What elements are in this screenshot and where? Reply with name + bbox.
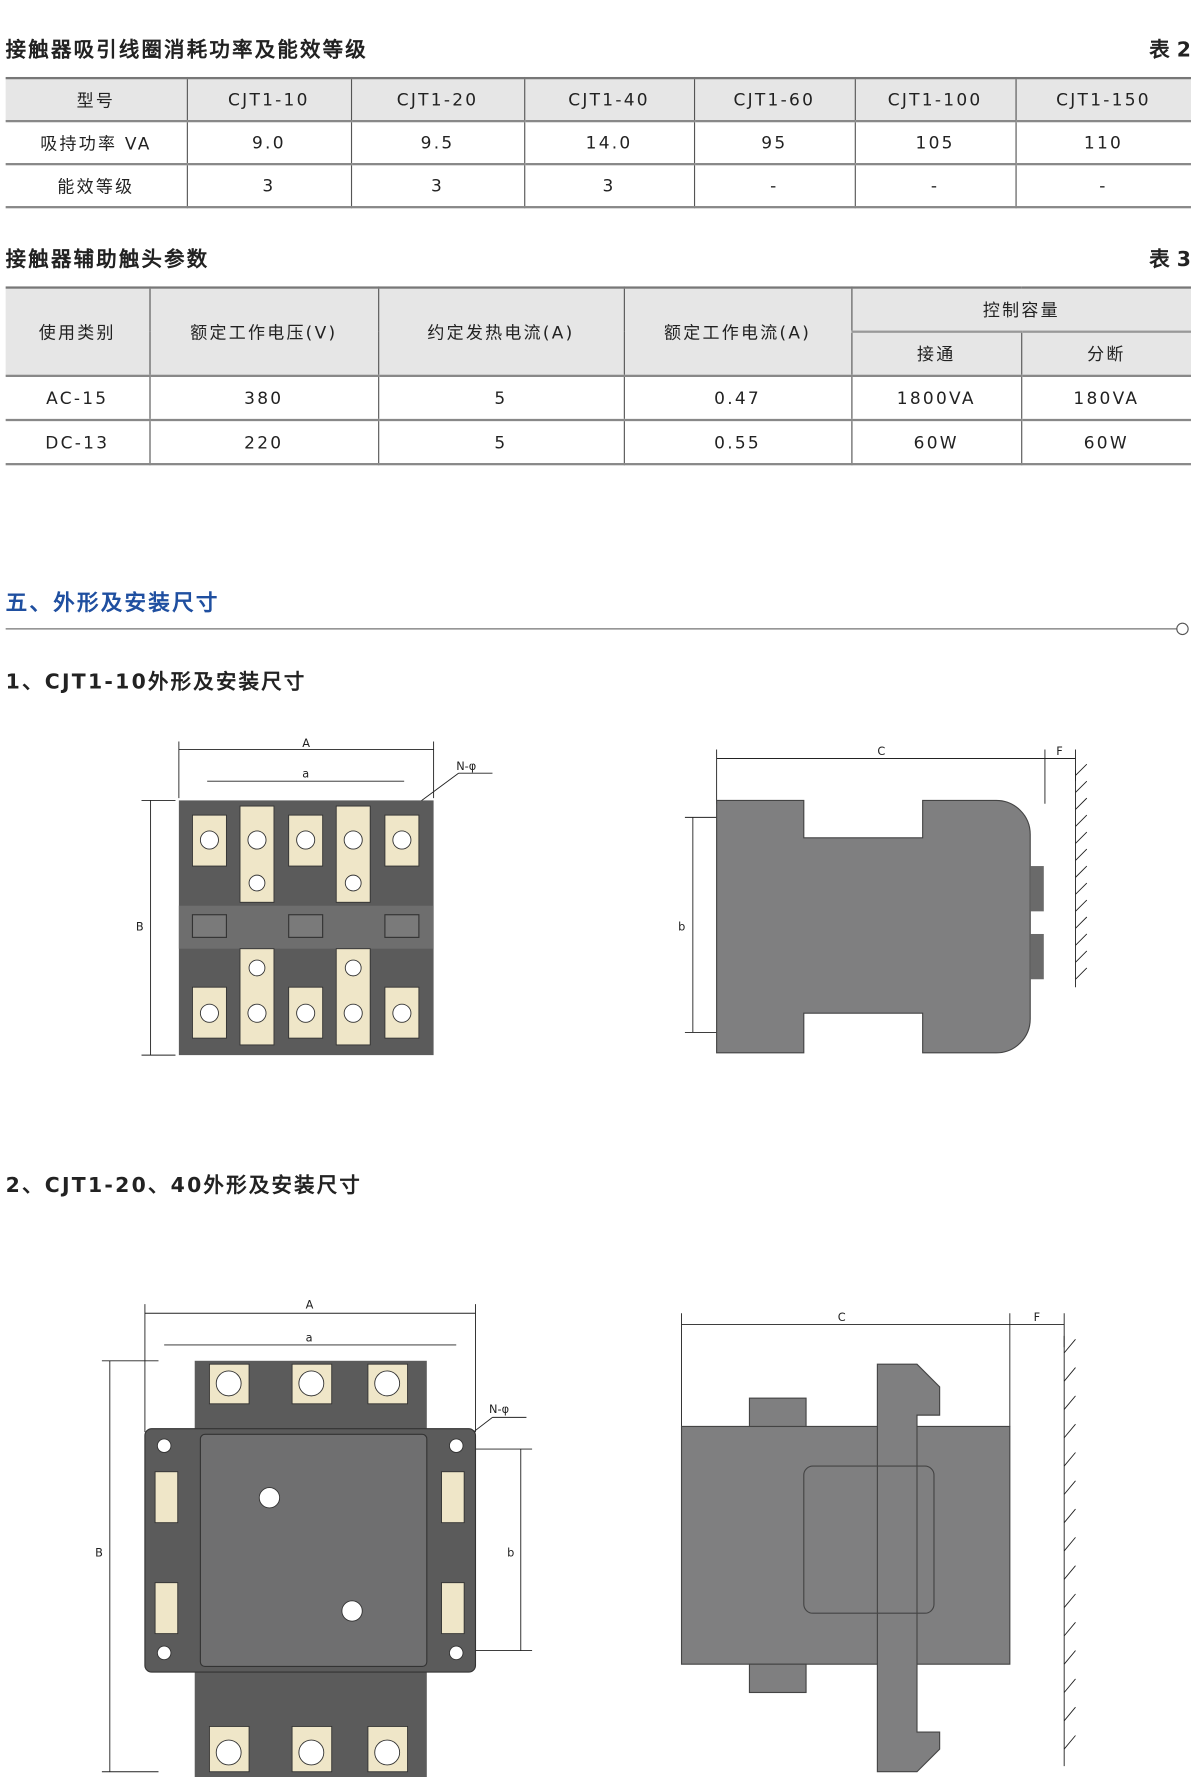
header-cell: CJT1-150 — [1014, 78, 1191, 122]
dim-b-label: b — [507, 1546, 514, 1560]
section-divider — [5, 628, 1178, 630]
dim-C-label: C — [838, 1310, 846, 1324]
table2-tag: 表 2 — [1149, 38, 1191, 63]
cjt1-10-front-view: A a B N-φ — [136, 736, 493, 1056]
cell: 105 — [854, 120, 1016, 165]
table3-tag: 表 3 — [1149, 247, 1191, 272]
header-cell: CJT1-40 — [523, 78, 694, 122]
dim-a-label: a — [302, 767, 309, 781]
dim-B-label: B — [136, 920, 144, 934]
header-cell: 控制容量 — [850, 287, 1191, 332]
dim-C-label: C — [877, 744, 885, 758]
cell: - — [693, 163, 855, 208]
cell: 3 — [350, 163, 525, 208]
cell: 5 — [377, 374, 624, 421]
cell: - — [1014, 163, 1191, 208]
table2-title: 接触器吸引线圈消耗功率及能效等级 — [5, 38, 368, 63]
cell: 吸持功率 VA — [5, 120, 187, 165]
cell: 110 — [1014, 120, 1191, 165]
divider-end-circle — [1176, 622, 1189, 636]
cell: 9.0 — [186, 120, 351, 165]
cell: 5 — [377, 418, 624, 465]
fig2-title: 2、CJT1-20、40外形及安装尺寸 — [5, 1173, 363, 1198]
header-cell: 分断 — [1020, 330, 1191, 376]
cjt1-20-40-front-view: A a B b N-φ — [95, 1298, 533, 1777]
cjt1-20-40-side-view: C F — [680, 1310, 1076, 1773]
cell: 95 — [693, 120, 855, 165]
header-cell: 使用类别 — [38, 322, 116, 343]
header-cell: CJT1-20 — [350, 78, 525, 122]
dim-N-label: N-φ — [489, 1402, 509, 1416]
cell: 14.0 — [523, 120, 694, 165]
cjt1-10-side-view: C F b — [678, 744, 1088, 1054]
aux-contact-table: 使用类别 额定工作电压(V)约定发热电流(A)额定工作电流(A)控制容量 接通分断… — [5, 286, 1191, 466]
section-title: 五、外形及安装尺寸 — [5, 590, 220, 616]
header-cell: CJT1-100 — [854, 78, 1016, 122]
cell: 60W — [1020, 418, 1191, 465]
cell: 380 — [148, 374, 379, 421]
cell: - — [854, 163, 1016, 208]
header-cell: 额定工作电流(A) — [623, 287, 852, 376]
header-cell: 型号 — [76, 90, 116, 111]
cell: 0.55 — [623, 418, 852, 465]
dim-a-label: a — [306, 1331, 313, 1345]
dim-N-label: N-φ — [456, 759, 476, 773]
dim-A-label: A — [302, 736, 310, 750]
cell: DC-13 — [5, 418, 150, 465]
cell: 220 — [148, 418, 379, 465]
dim-b-label: b — [678, 920, 685, 934]
cell: AC-15 — [5, 374, 150, 421]
table3-title: 接触器辅助触头参数 — [5, 247, 210, 272]
cell: 能效等级 — [5, 163, 187, 208]
fig1-title: 1、CJT1-10外形及安装尺寸 — [5, 670, 307, 694]
dim-F-label: F — [1034, 1310, 1041, 1324]
dim-F-label: F — [1056, 744, 1063, 758]
cell: 1800VA — [850, 374, 1022, 421]
cell: 0.47 — [623, 374, 852, 421]
cell: 60W — [850, 418, 1022, 465]
dim-B-label: B — [95, 1546, 103, 1560]
header-cell: 约定发热电流(A) — [377, 287, 624, 376]
header-cell: CJT1-60 — [693, 78, 855, 122]
cell: 9.5 — [350, 120, 525, 165]
header-cell: 接通 — [850, 330, 1022, 376]
dim-A-label: A — [306, 1298, 314, 1312]
cell: 180VA — [1020, 374, 1191, 421]
header-cell: CJT1-10 — [186, 78, 351, 122]
cell: 3 — [186, 163, 351, 208]
cell: 3 — [523, 163, 694, 208]
header-cell: 额定工作电压(V) — [148, 287, 379, 376]
